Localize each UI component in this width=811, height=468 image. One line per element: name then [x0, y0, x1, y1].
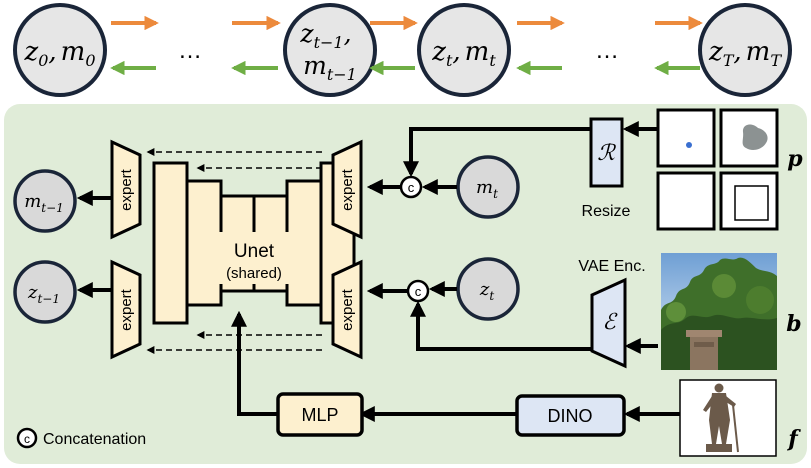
resize-label: Resize: [582, 203, 631, 220]
resize-symbol: ℛ: [597, 141, 616, 166]
mask-empty: [656, 171, 716, 231]
chain-node-final: zT,mT: [698, 3, 792, 97]
svg-text:zT,mT: zT,mT: [708, 37, 782, 70]
chain-node-current: zt,mt: [417, 3, 511, 97]
output-z-node: zt−1: [13, 260, 77, 324]
bbox-marker: [734, 185, 769, 221]
segmentation-blob: [742, 124, 768, 151]
concat-legend-symbol: c: [24, 432, 30, 446]
dino-block: DINO: [515, 394, 626, 437]
resize-block: ℛ Resize: [582, 117, 631, 220]
svg-text:zt: zt: [479, 279, 494, 303]
output-m-node: mt−1: [13, 169, 77, 233]
arrow-resize-to-concat: [403, 127, 590, 178]
label-b: b: [786, 311, 801, 337]
svg-text:zt,mt: zt,mt: [431, 37, 496, 70]
expert-in-top: [331, 139, 363, 240]
chain-node-0: z0,m0: [13, 3, 107, 97]
vae-label: VAE Enc.: [578, 258, 645, 275]
vae-encoder: VAE Enc. ℰ: [578, 258, 646, 369]
concat-legend: c Concatenation: [16, 427, 146, 449]
expert-out-top: [110, 139, 142, 240]
label-f: f: [786, 426, 801, 452]
chain-ellipsis-right: …: [595, 37, 619, 64]
svg-text:z0,m0: z0,m0: [24, 37, 96, 70]
mlp-label: MLP: [301, 405, 338, 425]
concat-node-top: c: [399, 175, 423, 199]
skip-connections: [146, 148, 322, 354]
mask-point: [656, 108, 716, 168]
svg-text:zt−1: zt−1: [27, 282, 60, 306]
unet-subtitle: (shared): [226, 265, 282, 282]
svg-text:mt−1: mt−1: [24, 191, 64, 215]
flow-arrows: [76, 121, 680, 422]
expert-in-bottom: [331, 259, 363, 360]
arrow-vae-to-concat: [410, 300, 592, 351]
foreground-object-image: [679, 379, 777, 457]
expert-label-in-top: expert: [339, 168, 356, 211]
expert-out-bottom: [110, 259, 142, 360]
point-marker: [686, 142, 692, 148]
vae-symbol: ℰ: [602, 310, 618, 335]
expert-label-out-top: expert: [118, 168, 135, 211]
svg-text:c: c: [415, 284, 422, 299]
label-p: p: [787, 146, 803, 172]
expert-label-in-bottom: expert: [339, 288, 356, 331]
chain-node-prev: zt−1, mt−1: [283, 3, 377, 97]
concat-node-bottom: c: [406, 279, 430, 303]
mlp-block: MLP: [276, 392, 364, 437]
unet-title: Unet: [234, 241, 275, 262]
svg-text:mt−1: mt−1: [303, 51, 357, 84]
concat-legend-text: Concatenation: [43, 431, 146, 448]
chain-ellipsis-left: …: [178, 37, 202, 64]
expert-blocks: [110, 139, 363, 360]
svg-text:zt−1,: zt−1,: [299, 19, 351, 52]
svg-text:c: c: [408, 180, 415, 195]
expert-label-out-bottom: expert: [118, 288, 135, 331]
diffusion-chain: z0,m0 zt−1, mt−1 zt,mt zT,mT: [13, 3, 792, 97]
input-m-node: mt: [456, 155, 520, 219]
background-image: [661, 253, 777, 370]
arrow-mlp-to-unet: [231, 310, 277, 416]
svg-text:mt: mt: [476, 177, 498, 201]
dino-label: DINO: [548, 406, 593, 426]
mask-thumbnails: [656, 108, 779, 231]
input-z-node: zt: [456, 257, 520, 321]
